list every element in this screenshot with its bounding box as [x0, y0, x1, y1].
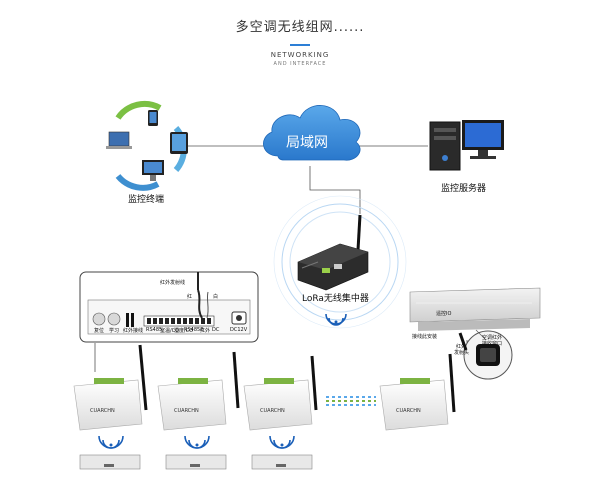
dashed-link — [326, 396, 376, 406]
ac-callout-2: 接收窗口 — [482, 341, 503, 347]
connection-lines — [94, 145, 468, 372]
wiring-panel — [79, 271, 259, 343]
terminal-label-4: RS485B — [184, 327, 204, 333]
learn-button-label: 学习 — [109, 328, 120, 334]
monitor-terminal-graphic — [106, 100, 188, 191]
signal-icon-2 — [184, 435, 210, 449]
cloud-label: 局域网 — [286, 135, 328, 151]
device-brand-4: CUARCHN — [396, 408, 421, 414]
title-divider — [290, 44, 310, 46]
ir-line-label: 红外发射线 — [160, 280, 186, 286]
reset-button-label: 复位 — [94, 328, 105, 334]
field-device-4 — [379, 353, 456, 431]
device-brand-1: CUARCHN — [90, 408, 115, 414]
monitor-terminal-label: 监控终端 — [128, 195, 165, 205]
ac-label-2: 接线此安装 — [412, 334, 438, 340]
terminal-label-6: DC — [212, 327, 220, 333]
terminal-label-2: 室温/CO — [160, 328, 180, 334]
red-wire-label: 红 — [187, 294, 193, 300]
lora-concentrator-graphic — [297, 214, 369, 291]
monitor-server-label: 监控服务器 — [441, 184, 487, 194]
power-label: DC12V — [230, 327, 248, 333]
lan-cloud — [263, 105, 361, 161]
signal-rings — [273, 195, 407, 329]
terminal-label-5: 红外 — [200, 328, 211, 334]
device-brand-3: CUARCHN — [260, 408, 285, 414]
ac-callout-1: 空调红外 — [482, 335, 503, 341]
ac-callout-3: 红外 — [456, 344, 467, 350]
small-ac-units — [79, 454, 313, 470]
terminal-label-3: 湿度/CO — [174, 328, 194, 334]
concentrator-label: LoRa无线集中器 — [302, 294, 369, 304]
field-device-2 — [157, 351, 240, 431]
link-cloud-concentrator — [309, 166, 361, 214]
signal-icon-concentrator — [325, 313, 347, 326]
field-device-1 — [73, 344, 148, 431]
ac-unit-graphic — [409, 287, 541, 380]
terminal-label-1: RS485 — [146, 327, 163, 333]
white-wire-label: 白 — [213, 294, 219, 300]
device-brand-2: CUARCHN — [174, 408, 199, 414]
ac-label-1: 遥控IO — [436, 311, 452, 317]
signal-icon-3 — [269, 435, 295, 449]
field-device-3 — [243, 355, 318, 431]
subtitle-small: AND INTERFACE — [273, 61, 327, 67]
ac-callout-4: 发射头 — [454, 350, 470, 356]
server-graphic — [429, 120, 504, 171]
signal-icon-1 — [98, 435, 124, 449]
ir-wiring-label: 红外接线 — [123, 328, 144, 334]
page-title: 多空调无线组网...... — [235, 20, 365, 35]
subtitle: NETWORKING — [270, 51, 330, 59]
